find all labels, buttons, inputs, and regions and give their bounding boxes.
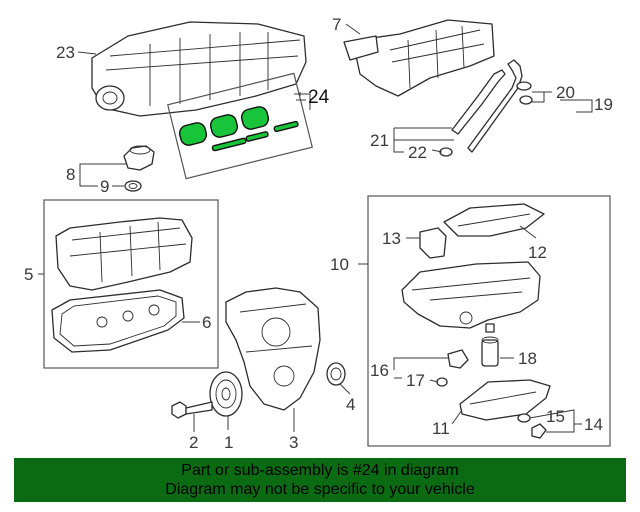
valve-cover-part-5 [55,217,193,291]
callout-18: 18 [518,349,537,368]
oring-part-17 [436,377,448,387]
callout-2: 2 [189,433,198,452]
callout-8: 8 [66,165,75,184]
oil-pan-lower-part-11 [459,379,551,421]
callout-11: 11 [432,419,450,438]
callout-15: 15 [546,407,565,426]
filter-part-18 [481,323,499,367]
valve-cover-group-box [43,199,219,369]
sensor-part-16 [447,349,469,369]
callout-10: 10 [330,255,349,274]
oil-pan-upper-part-10 [401,261,541,329]
bolt-part-2 [171,401,213,419]
intake-manifold-part-23 [91,21,307,117]
callout-1: 1 [224,433,233,452]
dipstick-assembly [439,59,533,157]
callout-12: 12 [528,243,547,262]
callout-22: 22 [408,143,427,162]
callout-9: 9 [100,177,109,196]
callout-17: 17 [406,371,425,390]
washer-part-15 [517,413,531,423]
callout-labels: 23 24 7 21 22 20 19 8 9 5 6 1 2 3 4 10 1… [24,15,613,452]
oil-pan-group-box [367,195,611,447]
info-banner: Part or sub-assembly is #24 in diagram D… [14,458,626,502]
callout-16: 16 [370,361,389,380]
baffle-part-12 [443,203,545,237]
banner-line-2: Diagram may not be specific to your vehi… [165,481,475,498]
leader-lines [38,23,593,433]
seal-part-4 [326,362,346,386]
callout-6: 6 [202,313,211,332]
callout-19: 19 [594,95,613,114]
cover-part-7 [343,19,495,97]
gasket-set-part-24 [167,72,313,180]
callout-13: 13 [382,229,401,248]
callout-4: 4 [346,395,355,414]
seal-part-9 [124,180,142,192]
timing-cover-part-3 [225,287,321,411]
callout-23: 23 [56,43,75,62]
callout-20: 20 [556,83,575,102]
banner-line-1: Part or sub-assembly is #24 in diagram [181,462,459,479]
oil-cap-part-8 [123,145,155,192]
bracket-part-13 [419,227,447,259]
drain-plug-part-14 [531,423,547,439]
callout-3: 3 [289,433,298,452]
pulley-part-1 [209,371,243,417]
callout-5: 5 [24,265,33,284]
valve-cover-gasket-part-6 [51,289,185,353]
callout-21: 21 [370,131,389,150]
callout-7: 7 [332,15,341,34]
callout-24: 24 [308,87,330,108]
callout-14: 14 [584,415,603,434]
